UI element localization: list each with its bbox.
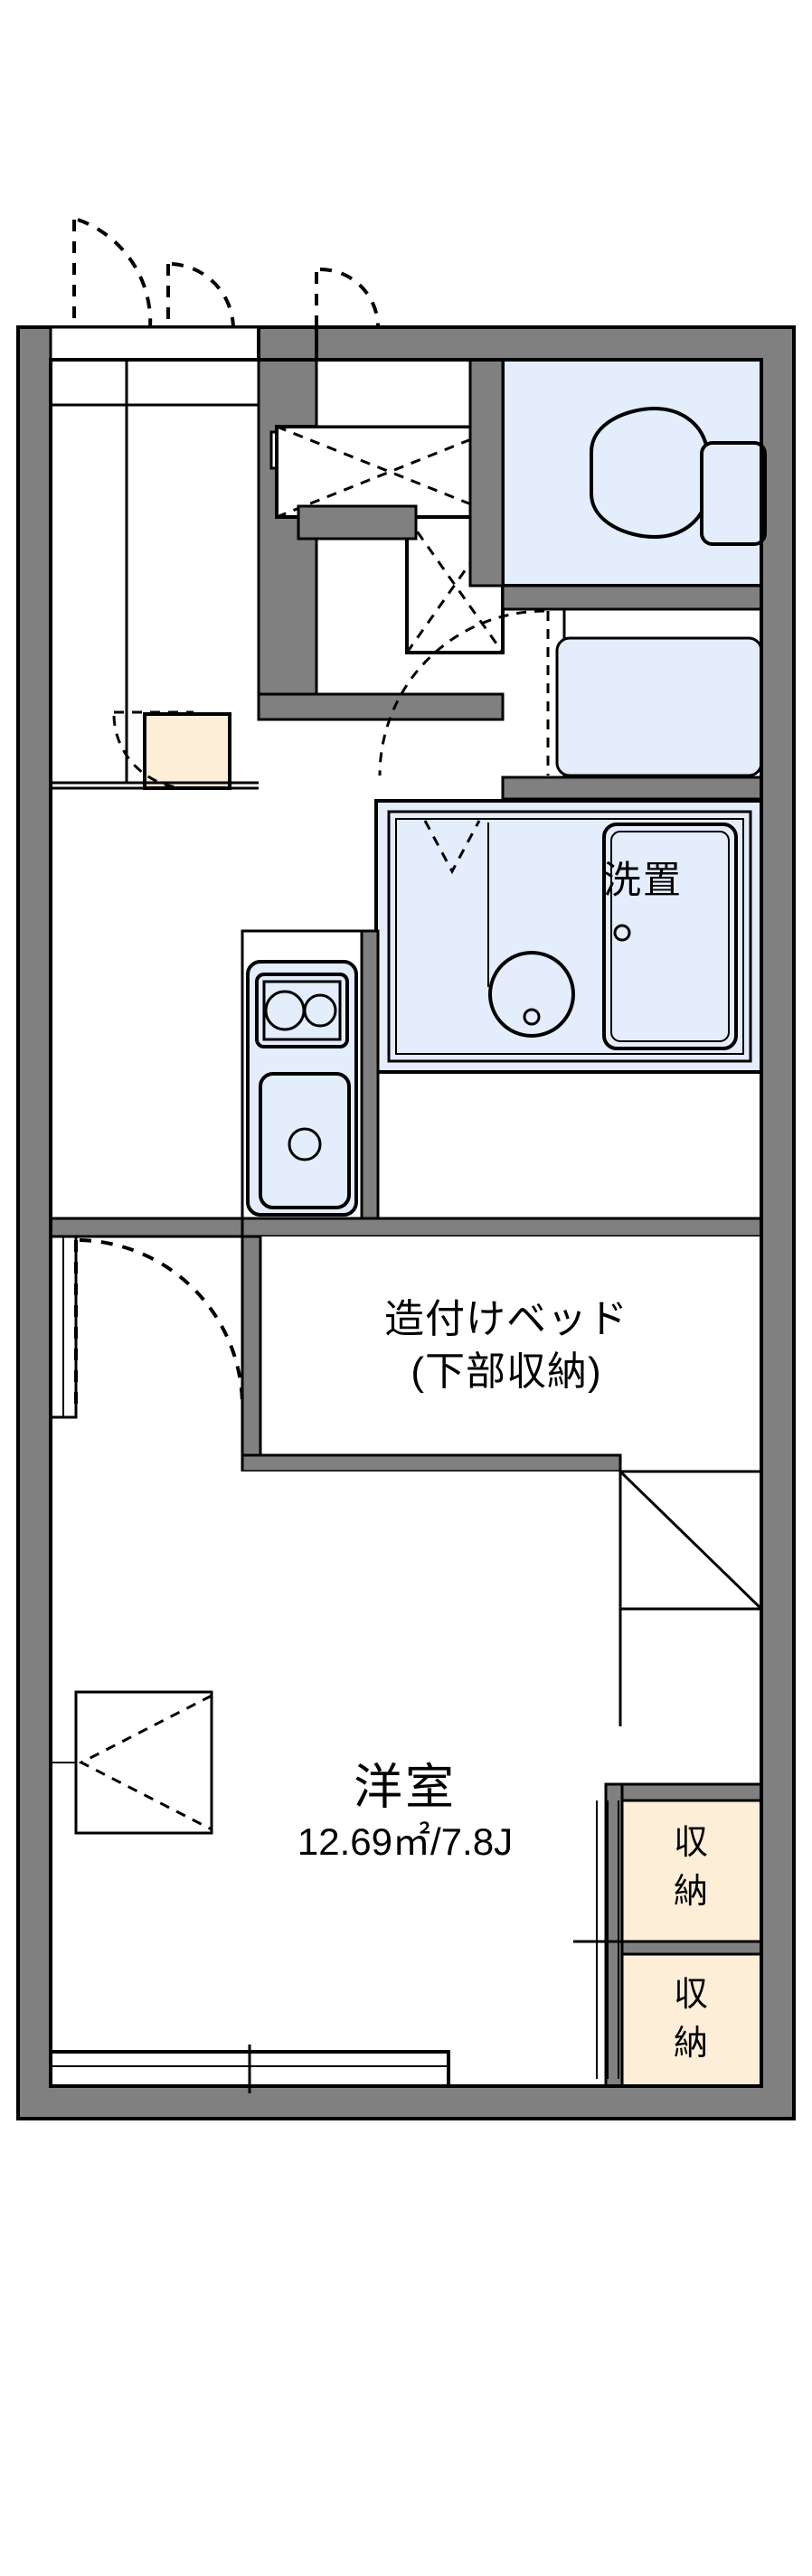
room-casement-window[interactable] [74, 1690, 213, 1835]
genkan-tile [143, 712, 231, 790]
closet-upper-label-line1: 収 [673, 1824, 709, 1863]
bath-washbasin [488, 951, 575, 1038]
unit-bath-inner-line2 [395, 818, 744, 1055]
bed-wall-left [241, 1235, 262, 1473]
entrance-closet-lower-x [405, 516, 505, 653]
closet-lower-label-line2: 納 [673, 2025, 709, 2064]
entrance-door-opening [49, 325, 260, 362]
entrance-closet-upper-x [276, 425, 504, 519]
main-room-area: 12.69㎡/7.8J [297, 1819, 514, 1863]
kitchen-bath-partition [360, 929, 380, 1220]
interior-outline [49, 358, 763, 2088]
bathtub-inner [610, 831, 730, 1042]
kitchen-sink-drain [288, 1127, 322, 1161]
hall-door-arc [112, 715, 189, 790]
toilet-room-group [257, 268, 767, 588]
bathtub-drain [613, 924, 631, 942]
kitchen-bath-group [49, 799, 763, 1238]
closet-lower-label-line1: 収 [673, 1976, 709, 2015]
toilet-divider-wall-top [257, 325, 318, 362]
entrance-door-arc [77, 218, 153, 329]
closet-wall-mid [297, 504, 418, 541]
closet-upper[interactable] [618, 1797, 763, 1945]
washer-wall-bottom [501, 776, 763, 801]
bathtub [602, 823, 738, 1050]
kitchen-wall-bottom [241, 1217, 763, 1238]
washer-space-group [378, 584, 763, 801]
toilet-tank [700, 441, 767, 546]
closet-lower[interactable] [618, 1951, 763, 2088]
casement-open-indicator [78, 1694, 212, 1831]
entrance-door-swing-group [72, 218, 235, 329]
washer-pan [555, 636, 763, 777]
washer-wall-top [501, 584, 763, 611]
washbasin-drain [523, 1008, 541, 1026]
main-room-name: 洋室 [354, 1760, 457, 1815]
built-in-bed-label-line1: 造付けベッド [384, 1296, 628, 1341]
closet-wall-between [604, 1940, 763, 1956]
shoe-box-upper[interactable] [49, 358, 128, 407]
bed-wall-bottom [241, 1453, 622, 1473]
washer-label: 洗置 [602, 858, 684, 901]
closet-door-lines [596, 1800, 619, 2079]
entrance-closet-group[interactable] [257, 358, 505, 721]
built-in-bed-label-line2: (下部収納) [411, 1349, 602, 1394]
main-room-group [49, 1470, 763, 2093]
toilet-door-arc [319, 268, 380, 328]
built-in-bed-group [49, 1235, 761, 1473]
closet-upper-label-line2: 納 [673, 1873, 709, 1912]
toilet-wall-left [468, 358, 505, 588]
stove-burner-large [264, 990, 306, 1031]
unit-bath-inner-line [387, 810, 752, 1063]
toilet-bowl [590, 406, 709, 540]
closet-wall-above [604, 1782, 763, 1802]
left-wall-band [49, 1217, 244, 1238]
stove-burner-small [303, 993, 337, 1028]
room-door-arc [79, 1238, 244, 1407]
beam-diagonal-1 [618, 1470, 763, 1611]
entrance-hall-group [49, 325, 260, 812]
secondary-door-arc [171, 262, 235, 329]
closet-wall-bottom [257, 692, 505, 721]
washer-door-arc [378, 609, 545, 776]
bath-door-fold [423, 820, 481, 875]
bed-floor [259, 1236, 761, 1471]
